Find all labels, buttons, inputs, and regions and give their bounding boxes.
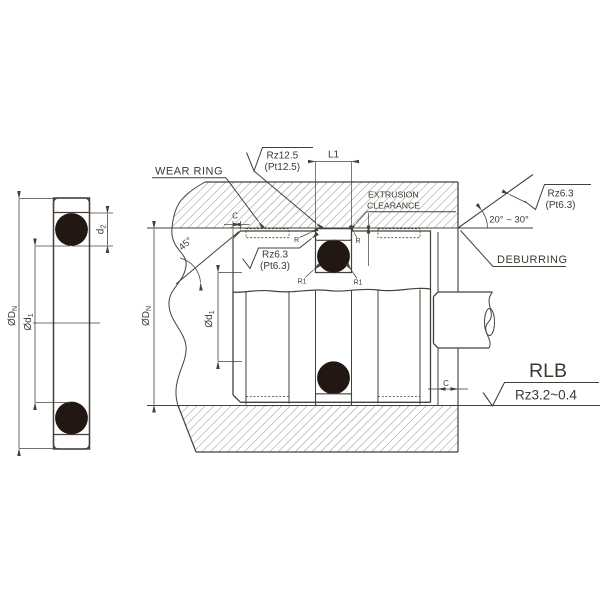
callout-wear-ring: WEAR RING [152, 166, 265, 229]
note-45-chamfer: 45° [175, 231, 240, 291]
label-rz3-2: Rz3.2~0.4 [515, 388, 577, 403]
dim-groove-root-diameter: Ød1 [204, 265, 242, 369]
label-c-bottom: C [443, 379, 449, 388]
label-rz12-5: Rz12.5 [267, 151, 299, 162]
label-d2: d2 [96, 225, 108, 235]
seal-cap-groove-bottom [314, 393, 353, 407]
label-rz6-3-chamfer: Rz6.3 [548, 189, 575, 200]
roughness-symbol-icon [242, 232, 319, 270]
label-wear-ring: WEAR RING [155, 166, 223, 178]
rod-break-face [484, 308, 495, 336]
note-deburring: 20° ~ 30° DEBURRING [457, 174, 568, 267]
wear-ring-top-right [377, 228, 421, 239]
label-pt6-3-groove: (Pt6.3) [260, 261, 290, 272]
label-r-left: R [294, 237, 299, 244]
label-rz6-3-groove: Rz6.3 [262, 250, 289, 261]
dim-inner-diameter: Ød1 [23, 238, 70, 410]
cylinder-wall-bottom [178, 405, 458, 452]
seal-cap-groove-top [314, 228, 353, 241]
wear-ring-bottom-right [377, 396, 421, 407]
callout-roughness-groove-top: Rz12.5 (Pt12.5) [246, 147, 324, 230]
piston-upper-section [232, 230, 432, 293]
roughness-symbol-icon [524, 184, 591, 211]
label-clearance: CLEARANCE [367, 201, 420, 211]
o-ring-top [55, 213, 88, 246]
dim-l1: L1 [308, 150, 359, 227]
o-ring-bottom [55, 401, 88, 435]
rod-break-line [485, 291, 493, 349]
seal-ring-side-view: ØDN Ød1 d2 [7, 191, 113, 456]
cylinder-wall-top [172, 182, 458, 228]
label-r1-left: R1 [298, 279, 307, 286]
dim-c-bottom: C [428, 379, 468, 391]
installation-section-view: C L1 ØDN Ød1 WEAR RING [141, 147, 600, 453]
callout-roughness-groove-side: Rz6.3 (Pt6.3) [242, 232, 319, 272]
roughness-symbol-icon [482, 381, 599, 408]
label-l1: L1 [328, 150, 340, 161]
o-ring-groove-bottom [317, 361, 350, 395]
fillet-labels: R R R1 R1 [294, 224, 363, 287]
label-c-top: C [232, 212, 238, 221]
callout-bore-roughness: RLB Rz3.2~0.4 [482, 360, 599, 408]
label-angle-range: 20° ~ 30° [489, 215, 529, 226]
piston-lower-elevation [232, 289, 432, 403]
label-od1-left: Ød1 [23, 313, 35, 330]
callout-roughness-chamfer: Rz6.3 (Pt6.3) [501, 184, 591, 211]
label-extrusion: EXTRUSION [368, 190, 419, 200]
dim-cross-section: d2 [71, 206, 113, 253]
piston-rod [432, 228, 495, 406]
roughness-symbol-icon [246, 147, 313, 173]
label-pt12-5: (Pt12.5) [265, 162, 301, 173]
seal-cap-top [52, 197, 91, 214]
label-r-right: R [355, 238, 360, 245]
label-deburring: DEBURRING [497, 254, 568, 266]
callout-extrusion-clearance: EXTRUSION CLEARANCE [349, 190, 456, 266]
label-r1-right: R1 [354, 280, 363, 287]
label-odn-right: ØDN [141, 306, 153, 326]
wear-ring-top-left [245, 228, 290, 239]
o-ring-groove-top [317, 239, 350, 273]
label-odn-left: ØDN [7, 306, 19, 326]
wear-ring-bottom-left [245, 396, 290, 407]
label-od1-right: Ød1 [204, 310, 216, 327]
seal-cap-bottom [52, 433, 91, 450]
dim-outer-diameter: ØDN [7, 191, 53, 456]
break-line-cylinder [168, 181, 206, 406]
label-rlb: RLB [529, 360, 567, 382]
label-pt6-3-chamfer: (Pt6.3) [546, 200, 576, 211]
dim-bore-diameter: ØDN [141, 221, 156, 413]
dim-c-top: C [224, 212, 250, 236]
